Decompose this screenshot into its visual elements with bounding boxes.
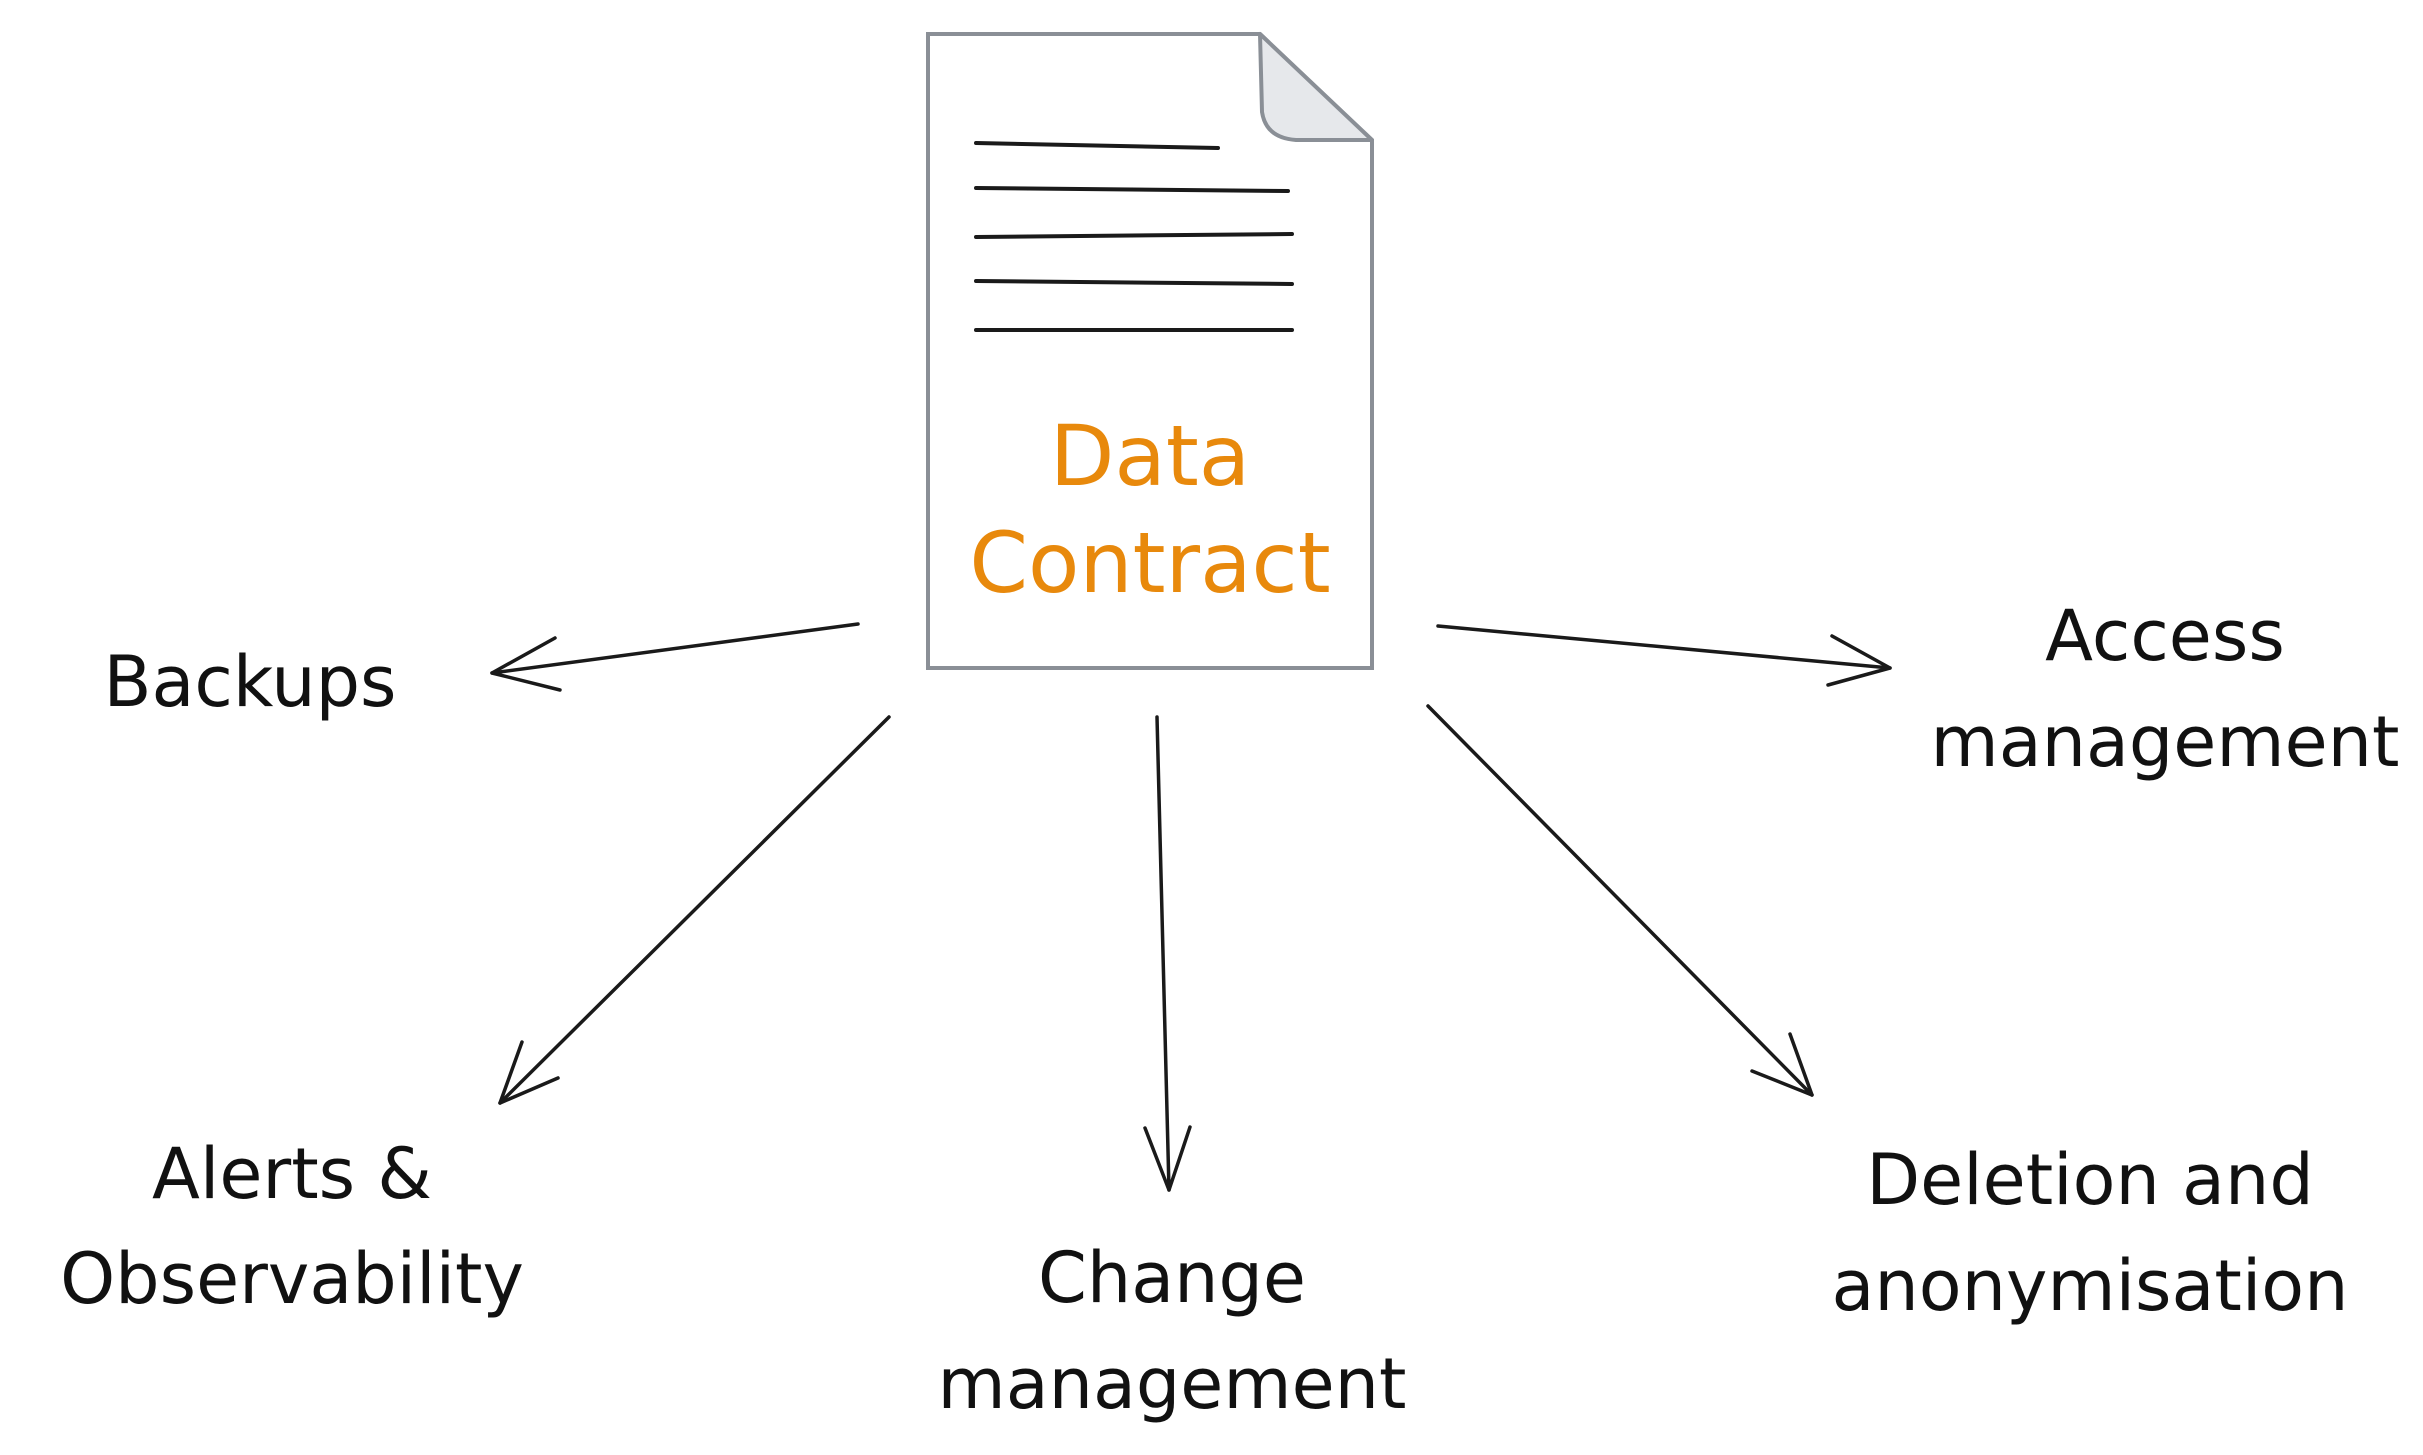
node-backups: Backups [103, 641, 396, 723]
alerts-observability-line1: Alerts & [152, 1133, 432, 1215]
arrow-to-change-management [1143, 715, 1192, 1192]
document-title-line1: Data [1050, 407, 1251, 505]
deletion-anonymisation-line1: Deletion and [1866, 1139, 2314, 1221]
node-change-management: Change management [938, 1237, 1407, 1425]
node-alerts-observability: Alerts & Observability [60, 1133, 524, 1320]
change-management-line2: management [938, 1343, 1407, 1425]
arrow-to-alerts-observability [498, 715, 891, 1105]
document-fold-corner [1258, 32, 1374, 142]
document-title-line2: Contract [969, 514, 1330, 612]
node-deletion-anonymisation: Deletion and anonymisation [1832, 1139, 2349, 1327]
change-management-line1: Change [1038, 1237, 1306, 1319]
deletion-anonymisation-line2: anonymisation [1832, 1245, 2349, 1327]
arrow-to-access-management [1436, 624, 1892, 687]
document-text-line [974, 186, 1290, 193]
document-text-line [974, 141, 1220, 150]
document-text-line [974, 232, 1294, 239]
document-text-line [974, 279, 1294, 286]
access-management-line1: Access [2045, 595, 2285, 677]
arrow-to-deletion-anonymisation [1426, 704, 1814, 1097]
data-contract-document: Data Contract [926, 32, 1374, 670]
access-management-line2: management [1931, 701, 2400, 783]
node-access-management: Access management [1931, 595, 2400, 783]
alerts-observability-line2: Observability [60, 1238, 524, 1320]
arrow-to-backups [490, 622, 860, 692]
backups-label: Backups [103, 641, 396, 723]
